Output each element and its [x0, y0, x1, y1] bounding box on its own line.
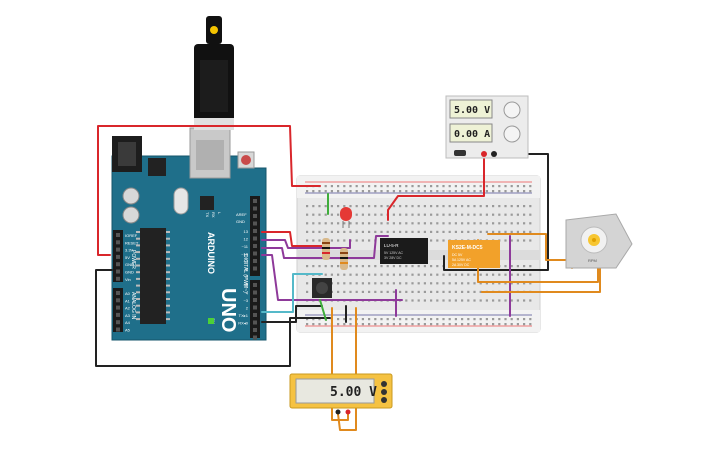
- multimeter-dial-3[interactable]: [381, 397, 387, 403]
- voltage-knob[interactable]: [503, 101, 521, 119]
- wire-orange-meter-1[interactable]: [331, 307, 349, 421]
- power-supply-voltage: 5.00 V: [454, 105, 490, 116]
- voltage-regulator: [148, 158, 166, 176]
- wire-purple-pin12[interactable]: [261, 239, 351, 249]
- multimeter-reading: 5.00 V: [330, 385, 377, 400]
- arduino-brand-text: ARDUINO: [206, 232, 216, 274]
- multimeter-com-terminal[interactable]: [335, 409, 341, 415]
- push-button[interactable]: [312, 278, 332, 298]
- relay-1-rating-2: 3V 28V DC: [384, 256, 402, 260]
- power-switch[interactable]: [454, 150, 466, 156]
- rx-label: RX: [211, 212, 216, 218]
- pin-label: A4: [125, 320, 131, 325]
- pin-label: RX◂0: [238, 321, 249, 326]
- capacitor-2: [122, 206, 140, 224]
- multimeter-dial-1[interactable]: [381, 381, 387, 387]
- wire-red-5v-to-rail[interactable]: [97, 125, 321, 256]
- supply-negative-terminal[interactable]: [491, 151, 497, 157]
- pin-label: GND: [125, 270, 134, 275]
- pin-label: 4: [246, 291, 249, 296]
- usb-cable[interactable]: [194, 16, 234, 130]
- pin-label: A0: [125, 291, 131, 296]
- analog-header[interactable]: [113, 288, 123, 332]
- pin-label: A2: [125, 306, 131, 311]
- pin-label: A5: [125, 328, 131, 333]
- multimeter[interactable]: 5.00 V: [289, 373, 393, 415]
- analog-header-label: ANALOG IN: [130, 292, 136, 320]
- multimeter-v-terminal[interactable]: [345, 409, 351, 415]
- pin-label: RESET: [125, 240, 139, 245]
- wire-orange-motor-3[interactable]: [481, 267, 601, 293]
- digital-pin-labels: 13 12 ~11 ~10 ~9 8 7 ~6~5 4 ~3 2TX▸1RX◂0: [238, 229, 249, 326]
- pin-label: IOREF: [125, 233, 138, 238]
- led-red[interactable]: [340, 207, 352, 228]
- digital-header-label: DIGITAL (PWM~): [242, 254, 248, 293]
- crystal-oscillator: [173, 187, 189, 215]
- pin-label: TX▸1: [239, 313, 249, 318]
- relay-2-rating-2: 5A 125V AC: [452, 258, 471, 262]
- arduino-model-text: UNO: [217, 288, 239, 332]
- tx-label: TX: [205, 212, 210, 217]
- pin-label: GND: [125, 262, 134, 267]
- relay-2-rating-1: DC 5V: [452, 253, 463, 257]
- power-pin-labels: IOREF RESET 3.3V 5V GND GND Vin: [125, 233, 139, 282]
- relay-1-rating-1: 5V 125V AC: [384, 251, 404, 255]
- wire-black-pin-gnd[interactable]: [261, 305, 323, 323]
- pin-label: ~5: [243, 283, 248, 288]
- multimeter-dial-2[interactable]: [381, 389, 387, 395]
- pin-label: ~11: [242, 244, 249, 249]
- aref-label: AREF: [236, 212, 247, 217]
- relay-1-model: LU-5-R: [384, 243, 399, 248]
- resistor-2[interactable]: [340, 248, 348, 270]
- pin-label: ~3: [243, 298, 248, 303]
- current-knob[interactable]: [503, 125, 521, 143]
- header-holes: [116, 199, 257, 340]
- pin-label: ~10: [241, 252, 249, 257]
- motor-rpm-label: RPM: [588, 258, 597, 263]
- wire-red-pin13[interactable]: [261, 231, 327, 247]
- supply-positive-terminal[interactable]: [481, 151, 487, 157]
- power-supply-current: 0.00 A: [454, 129, 490, 140]
- pin-label: ~6: [243, 282, 248, 287]
- pin-label: 5V: [125, 255, 130, 260]
- pin-label: ~9: [243, 259, 248, 264]
- reset-button[interactable]: [241, 155, 251, 165]
- pin-label: A3: [125, 313, 131, 318]
- power-supply[interactable]: 5.00 V 0.00 A: [445, 95, 529, 159]
- power-header-label: POWER: [130, 250, 136, 269]
- pin-label: 3.3V: [125, 248, 134, 253]
- pin-label: 7: [246, 274, 249, 279]
- wire-purple-to-relay2[interactable]: [261, 254, 403, 301]
- dc-motor[interactable]: RPM: [565, 213, 633, 269]
- digital-header-top[interactable]: [250, 196, 260, 276]
- pin-label: 8: [246, 267, 249, 272]
- breadboard-holes: [306, 185, 532, 326]
- gnd-label: GND: [236, 219, 245, 224]
- l-label: L: [217, 212, 222, 215]
- wire-red-supply[interactable]: [387, 153, 485, 221]
- pin-label: A1: [125, 298, 131, 303]
- relay-1[interactable]: LU-5-R 5V 125V AC 3V 28V DC: [380, 238, 428, 264]
- wire-green-btn[interactable]: [319, 299, 327, 321]
- wire-orange-meter-2[interactable]: [337, 307, 357, 431]
- arduino-board[interactable]: ARDUINO UNO DIGITAL (PWM~) POWER ANALOG …: [111, 127, 267, 341]
- atmega-chip: [140, 228, 166, 324]
- pin-label: 2: [246, 306, 249, 311]
- pin-label: Vin: [125, 277, 131, 282]
- wire-black-supply[interactable]: [443, 153, 549, 271]
- capacitor-1: [122, 187, 140, 205]
- pin-label: 13: [244, 229, 249, 234]
- relay-2[interactable]: KS2E-M-DC5 DC 5V 5A 125V AC 2A 30V DC: [448, 240, 500, 268]
- wire-cyan-pin2[interactable]: [261, 273, 323, 313]
- mcu-pins: [136, 231, 170, 321]
- relay-2-model: KS2E-M-DC5: [452, 245, 483, 251]
- resistor-1[interactable]: [322, 238, 330, 260]
- relay-2-rating-3: 2A 30V DC: [452, 263, 470, 267]
- pin-label: 12: [244, 237, 249, 242]
- on-led: [208, 318, 214, 324]
